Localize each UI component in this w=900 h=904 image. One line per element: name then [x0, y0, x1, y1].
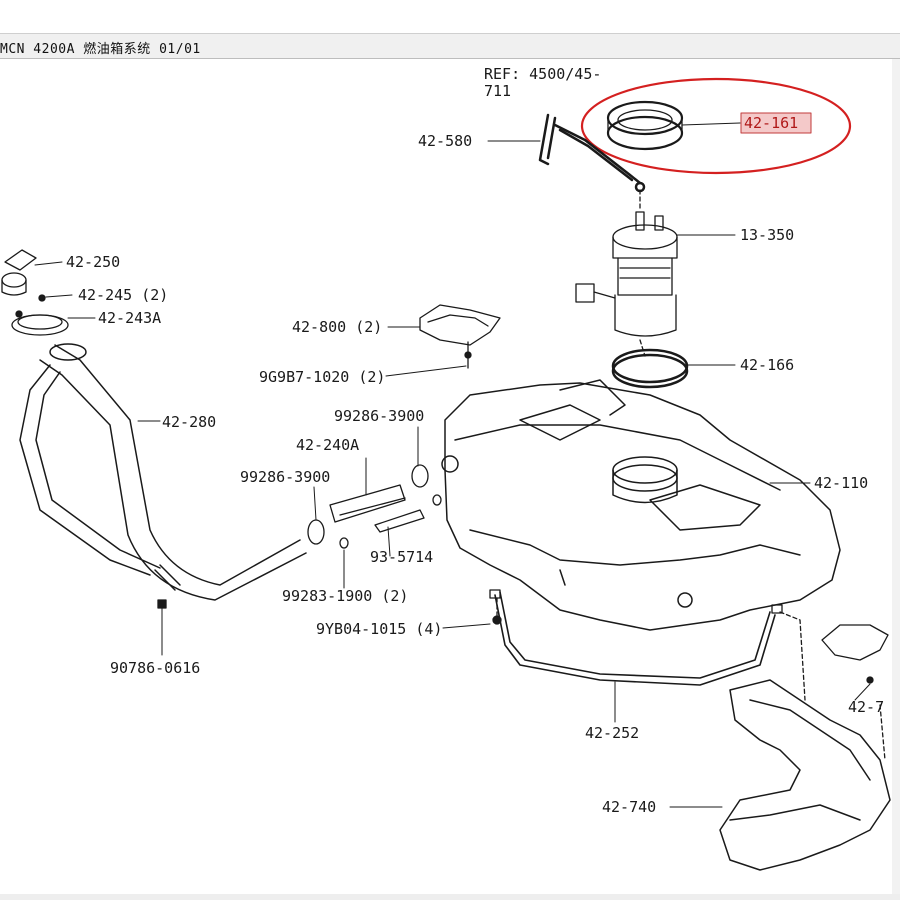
part-label-42-240a[interactable]: 42-240A [296, 436, 359, 454]
hose-part[interactable] [329, 484, 425, 533]
part-label-42-800[interactable]: 42-800 (2) [292, 318, 382, 336]
selected-part-box [740, 112, 812, 134]
title-bar: MCN 4200A 燃油箱系统 01/01 [0, 33, 900, 59]
strap-bolt-part[interactable] [489, 589, 783, 625]
part-label-9g9b7-1020[interactable]: 9G9B7-1020 (2) [259, 368, 385, 386]
tank-strap-part[interactable] [494, 591, 776, 686]
part-label-42-161[interactable]: 42-161 [744, 114, 798, 132]
vertical-scrollbar[interactable] [892, 59, 900, 894]
lock-ring-part[interactable] [606, 100, 684, 151]
part-label-99283-1900[interactable]: 99283-1900 (2) [282, 587, 408, 605]
filler-neck-seal-part[interactable] [11, 314, 69, 336]
part-label-90786-0616[interactable]: 90786-0616 [110, 659, 200, 677]
diagram-canvas[interactable]: REF: 4500/45- 711 42-161 42-580 13-350 4… [0, 59, 900, 900]
part-label-42-580[interactable]: 42-580 [418, 132, 472, 150]
filler-pipe-part[interactable] [19, 343, 307, 601]
fuel-system-diagram: REF: 4500/45- 711 42-161 42-580 13-350 4… [1, 65, 891, 871]
fuel-pump-part[interactable] [575, 211, 678, 337]
mount-bolt-part[interactable] [157, 599, 167, 609]
leader-lines [34, 122, 871, 808]
part-label-9yb04-1015[interactable]: 9YB04-1015 (4) [316, 620, 442, 638]
fuel-tank-part[interactable] [441, 379, 841, 631]
fuel-line-part[interactable] [538, 113, 646, 193]
heat-shield-part[interactable] [719, 679, 891, 871]
part-label-42-250[interactable]: 42-250 [66, 253, 120, 271]
side-bracket-part[interactable] [821, 624, 889, 684]
bracket-part[interactable] [419, 304, 501, 369]
part-label-42-166[interactable]: 42-166 [740, 356, 794, 374]
part-label-42-243a[interactable]: 42-243A [98, 309, 161, 327]
part-label-42-245[interactable]: 42-245 (2) [78, 286, 168, 304]
horizontal-scrollbar[interactable] [0, 894, 900, 900]
part-label-42-7[interactable]: 42-7 [848, 698, 884, 716]
ref-label: REF: 4500/45- [484, 65, 601, 83]
window-title: MCN 4200A 燃油箱系统 01/01 [0, 42, 201, 57]
part-label-42-280[interactable]: 42-280 [162, 413, 216, 431]
ref-label-line2: 711 [484, 82, 511, 100]
part-label-42-110[interactable]: 42-110 [814, 474, 868, 492]
part-label-42-740[interactable]: 42-740 [602, 798, 656, 816]
part-label-42-252[interactable]: 42-252 [585, 724, 639, 742]
gasket-part[interactable] [611, 348, 689, 389]
filler-cap-part[interactable] [1, 249, 37, 296]
part-label-13-350[interactable]: 13-350 [740, 226, 794, 244]
part-label-99286-3900-a[interactable]: 99286-3900 [334, 407, 424, 425]
screw-part[interactable] [15, 294, 46, 318]
part-label-99286-3900-b[interactable]: 99286-3900 [240, 468, 330, 486]
highlight-ellipse [580, 77, 852, 175]
part-label-93-5714[interactable]: 93-5714 [370, 548, 433, 566]
